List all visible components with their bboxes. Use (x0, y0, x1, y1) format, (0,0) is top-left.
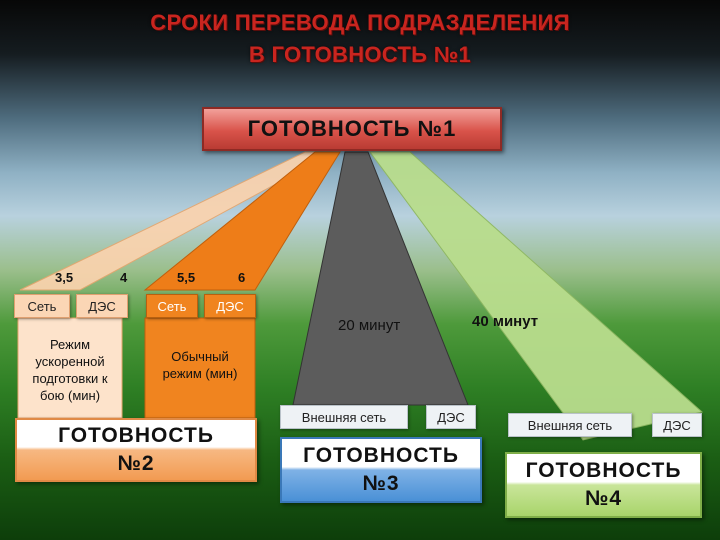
readiness2-label-line1: ГОТОВНОСТЬ (58, 424, 214, 447)
readiness4-time: 40 минут (472, 313, 539, 330)
readiness3-time: 20 минут (338, 317, 401, 334)
page-title-line2: В ГОТОВНОСТЬ №1 (248, 42, 472, 67)
readiness3-box: ГОТОВНОСТЬ №3 (280, 437, 482, 503)
tab-r4-des: ДЭС (652, 413, 702, 437)
readiness2-label-line2: №2 (117, 452, 155, 475)
column-accelerated (17, 317, 123, 419)
accelerated-mode-text: Режим ускоренной подготовки к бою (мин) (32, 337, 108, 403)
tab-accel-des: ДЭС (76, 294, 128, 318)
tab-r4-external-network: Внешняя сеть (508, 413, 632, 437)
tab-r3-external-network: Внешняя сеть (280, 405, 408, 429)
readiness3-label-line1: ГОТОВНОСТЬ (303, 444, 459, 467)
readiness1-header: ГОТОВНОСТЬ №1 (202, 107, 502, 151)
value-normal-des: 6 (238, 270, 246, 285)
tab-normal-des: ДЭС (204, 294, 256, 318)
tab-r3-des: ДЭС (426, 405, 476, 429)
page-title-line1: СРОКИ ПЕРЕВОДА ПОДРАЗДЕЛЕНИЯ (150, 10, 570, 35)
funnel-normal (143, 151, 341, 291)
value-normal-network: 5,5 (177, 270, 196, 285)
readiness4-label-line1: ГОТОВНОСТЬ (525, 459, 682, 482)
readiness2-box: ГОТОВНОСТЬ №2 (15, 418, 257, 482)
readiness4-label-line2: №4 (584, 487, 623, 510)
value-accel-network: 3,5 (55, 270, 74, 285)
readiness3-label-line2: №3 (362, 472, 400, 495)
normal-mode-text: Обычный режим (мин) (162, 349, 238, 381)
value-accel-des: 4 (120, 270, 128, 285)
readiness4-box: ГОТОВНОСТЬ №4 (505, 452, 702, 518)
tab-accel-network: Сеть (14, 294, 70, 318)
tab-normal-network: Сеть (146, 294, 198, 318)
funnel-readiness4 (369, 151, 704, 441)
